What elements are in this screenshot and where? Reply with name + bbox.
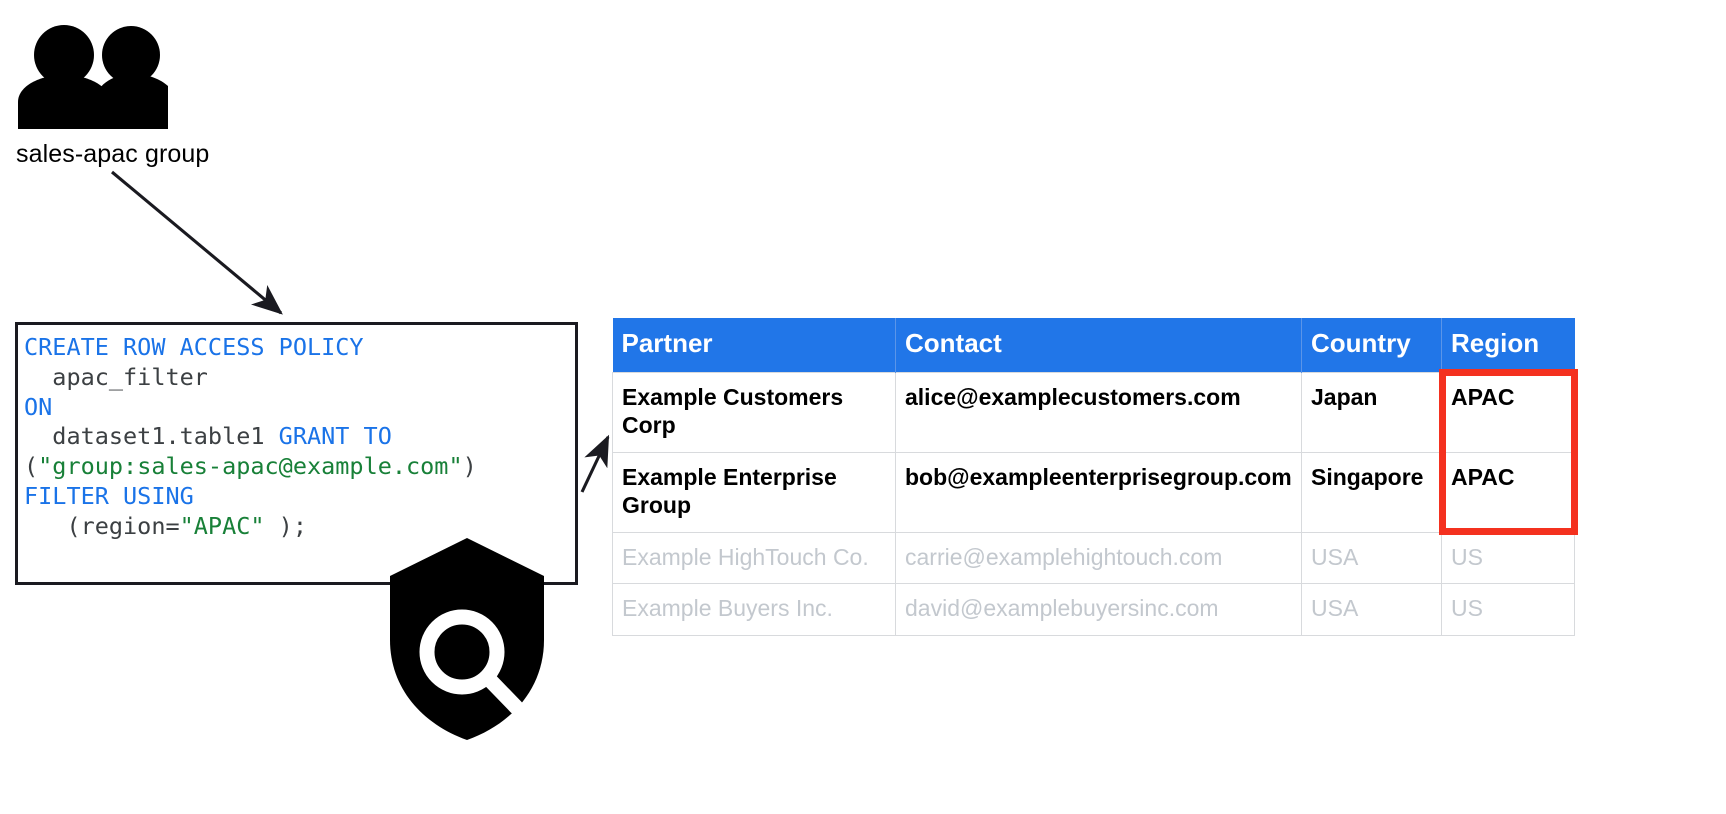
sql-token: ON: [24, 392, 53, 421]
sql-token: GRANT TO: [278, 422, 392, 451]
table-row: Example Customers Corp alice@examplecust…: [612, 371, 1575, 453]
column-header-country[interactable]: Country: [1301, 318, 1442, 373]
row-access-policy-box: CREATE ROW ACCESS POLICY apac_filter ON …: [15, 322, 578, 585]
people-group-icon: [18, 24, 178, 132]
sql-token: (: [24, 452, 39, 481]
sql-token: "APAC": [179, 511, 265, 540]
cell-contact: david@examplebuyersinc.com: [895, 583, 1302, 636]
cell-region: US: [1441, 531, 1575, 585]
table-row: Example Enterprise Group bob@exampleente…: [612, 451, 1575, 533]
sql-token: (region=: [24, 511, 180, 540]
sql-token: );: [264, 511, 307, 540]
group-label: sales-apac group: [16, 140, 210, 168]
table-header-row: Partner Contact Country Region: [612, 318, 1575, 373]
partner-access-table: Partner Contact Country Region Example C…: [612, 318, 1575, 636]
cell-partner: Example Buyers Inc.: [612, 583, 896, 636]
sql-code-block: CREATE ROW ACCESS POLICY apac_filter ON …: [24, 333, 477, 542]
cell-country: Singapore: [1301, 451, 1442, 533]
sql-token: apac_filter: [24, 362, 208, 391]
policy-to-table-arrow: [580, 434, 610, 493]
cell-country: Japan: [1301, 371, 1442, 453]
cell-region: APAC: [1441, 451, 1575, 533]
column-header-contact[interactable]: Contact: [895, 318, 1302, 373]
sql-token: CREATE ROW ACCESS POLICY: [24, 333, 364, 361]
cell-country: USA: [1301, 531, 1442, 585]
sql-token: ): [462, 452, 477, 481]
table-row: Example Buyers Inc. david@examplebuyersi…: [612, 583, 1575, 636]
cell-partner: Example Enterprise Group: [612, 451, 896, 533]
sql-token: dataset1.table1: [24, 422, 279, 451]
column-header-partner[interactable]: Partner: [612, 318, 896, 373]
cell-region: APAC: [1441, 371, 1575, 453]
cell-contact: alice@examplecustomers.com: [895, 371, 1302, 453]
table-body: Example Customers Corp alice@examplecust…: [612, 371, 1575, 636]
cell-contact: carrie@examplehightouch.com: [895, 531, 1302, 585]
sql-token: "group:sales-apac@example.com": [38, 452, 463, 481]
cell-partner: Example HighTouch Co.: [612, 531, 896, 585]
cell-partner: Example Customers Corp: [612, 371, 896, 453]
group-to-policy-arrow: [111, 170, 283, 315]
shield-search-icon: [388, 536, 546, 742]
column-header-region[interactable]: Region: [1441, 318, 1575, 373]
sql-token: FILTER USING: [24, 481, 194, 510]
cell-country: USA: [1301, 583, 1442, 636]
cell-contact: bob@exampleenterprisegroup.com: [895, 451, 1302, 533]
cell-region: US: [1441, 583, 1575, 636]
table-row: Example HighTouch Co. carrie@examplehigh…: [612, 531, 1575, 585]
